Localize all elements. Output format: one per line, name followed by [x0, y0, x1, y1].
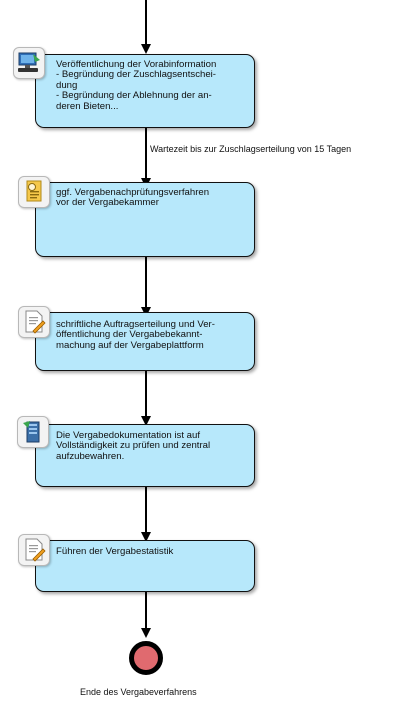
- process-step-vergabedokumentation[interactable]: [35, 424, 255, 487]
- end-event-circle[interactable]: [129, 641, 163, 675]
- end-event-label: Ende des Vergabeverfahrens: [80, 687, 197, 697]
- document-check-icon: [18, 176, 50, 208]
- arrow-head: [141, 628, 151, 638]
- computer-icon: [13, 47, 45, 79]
- process-step-auftragserteilung[interactable]: [35, 312, 255, 371]
- connector-line: [145, 591, 147, 630]
- document-edit-icon: [18, 306, 50, 338]
- connector-line: [145, 486, 147, 534]
- connector-line: [145, 256, 147, 310]
- connector-line: [145, 127, 147, 180]
- process-step-label: Die Vergabedokumentation ist auf Vollstä…: [56, 430, 211, 462]
- process-step-label: Veröffentlichung der Vorabinformation - …: [56, 59, 217, 112]
- arrow-head: [141, 44, 151, 54]
- process-step-nachpruefung[interactable]: [35, 182, 255, 257]
- arrow-head: [141, 416, 151, 426]
- process-step-label: ggf. Vergabenachprüfungsverfahren vor de…: [56, 187, 210, 209]
- process-step-label: Führen der Vergabestatistik: [56, 546, 174, 557]
- server-icon: [17, 416, 49, 448]
- process-step-vergabestatistik[interactable]: [35, 540, 255, 592]
- arrow-head: [141, 532, 151, 542]
- connector-line: [145, 370, 147, 418]
- transition-label: Wartezeit bis zur Zuschlagserteilung von…: [150, 144, 352, 154]
- document-edit-icon: [18, 534, 50, 566]
- process-step-vorabinformation[interactable]: [35, 54, 255, 128]
- connector-line: [145, 0, 147, 45]
- process-step-label: schriftliche Auftragserteilung und Ver- …: [56, 319, 215, 351]
